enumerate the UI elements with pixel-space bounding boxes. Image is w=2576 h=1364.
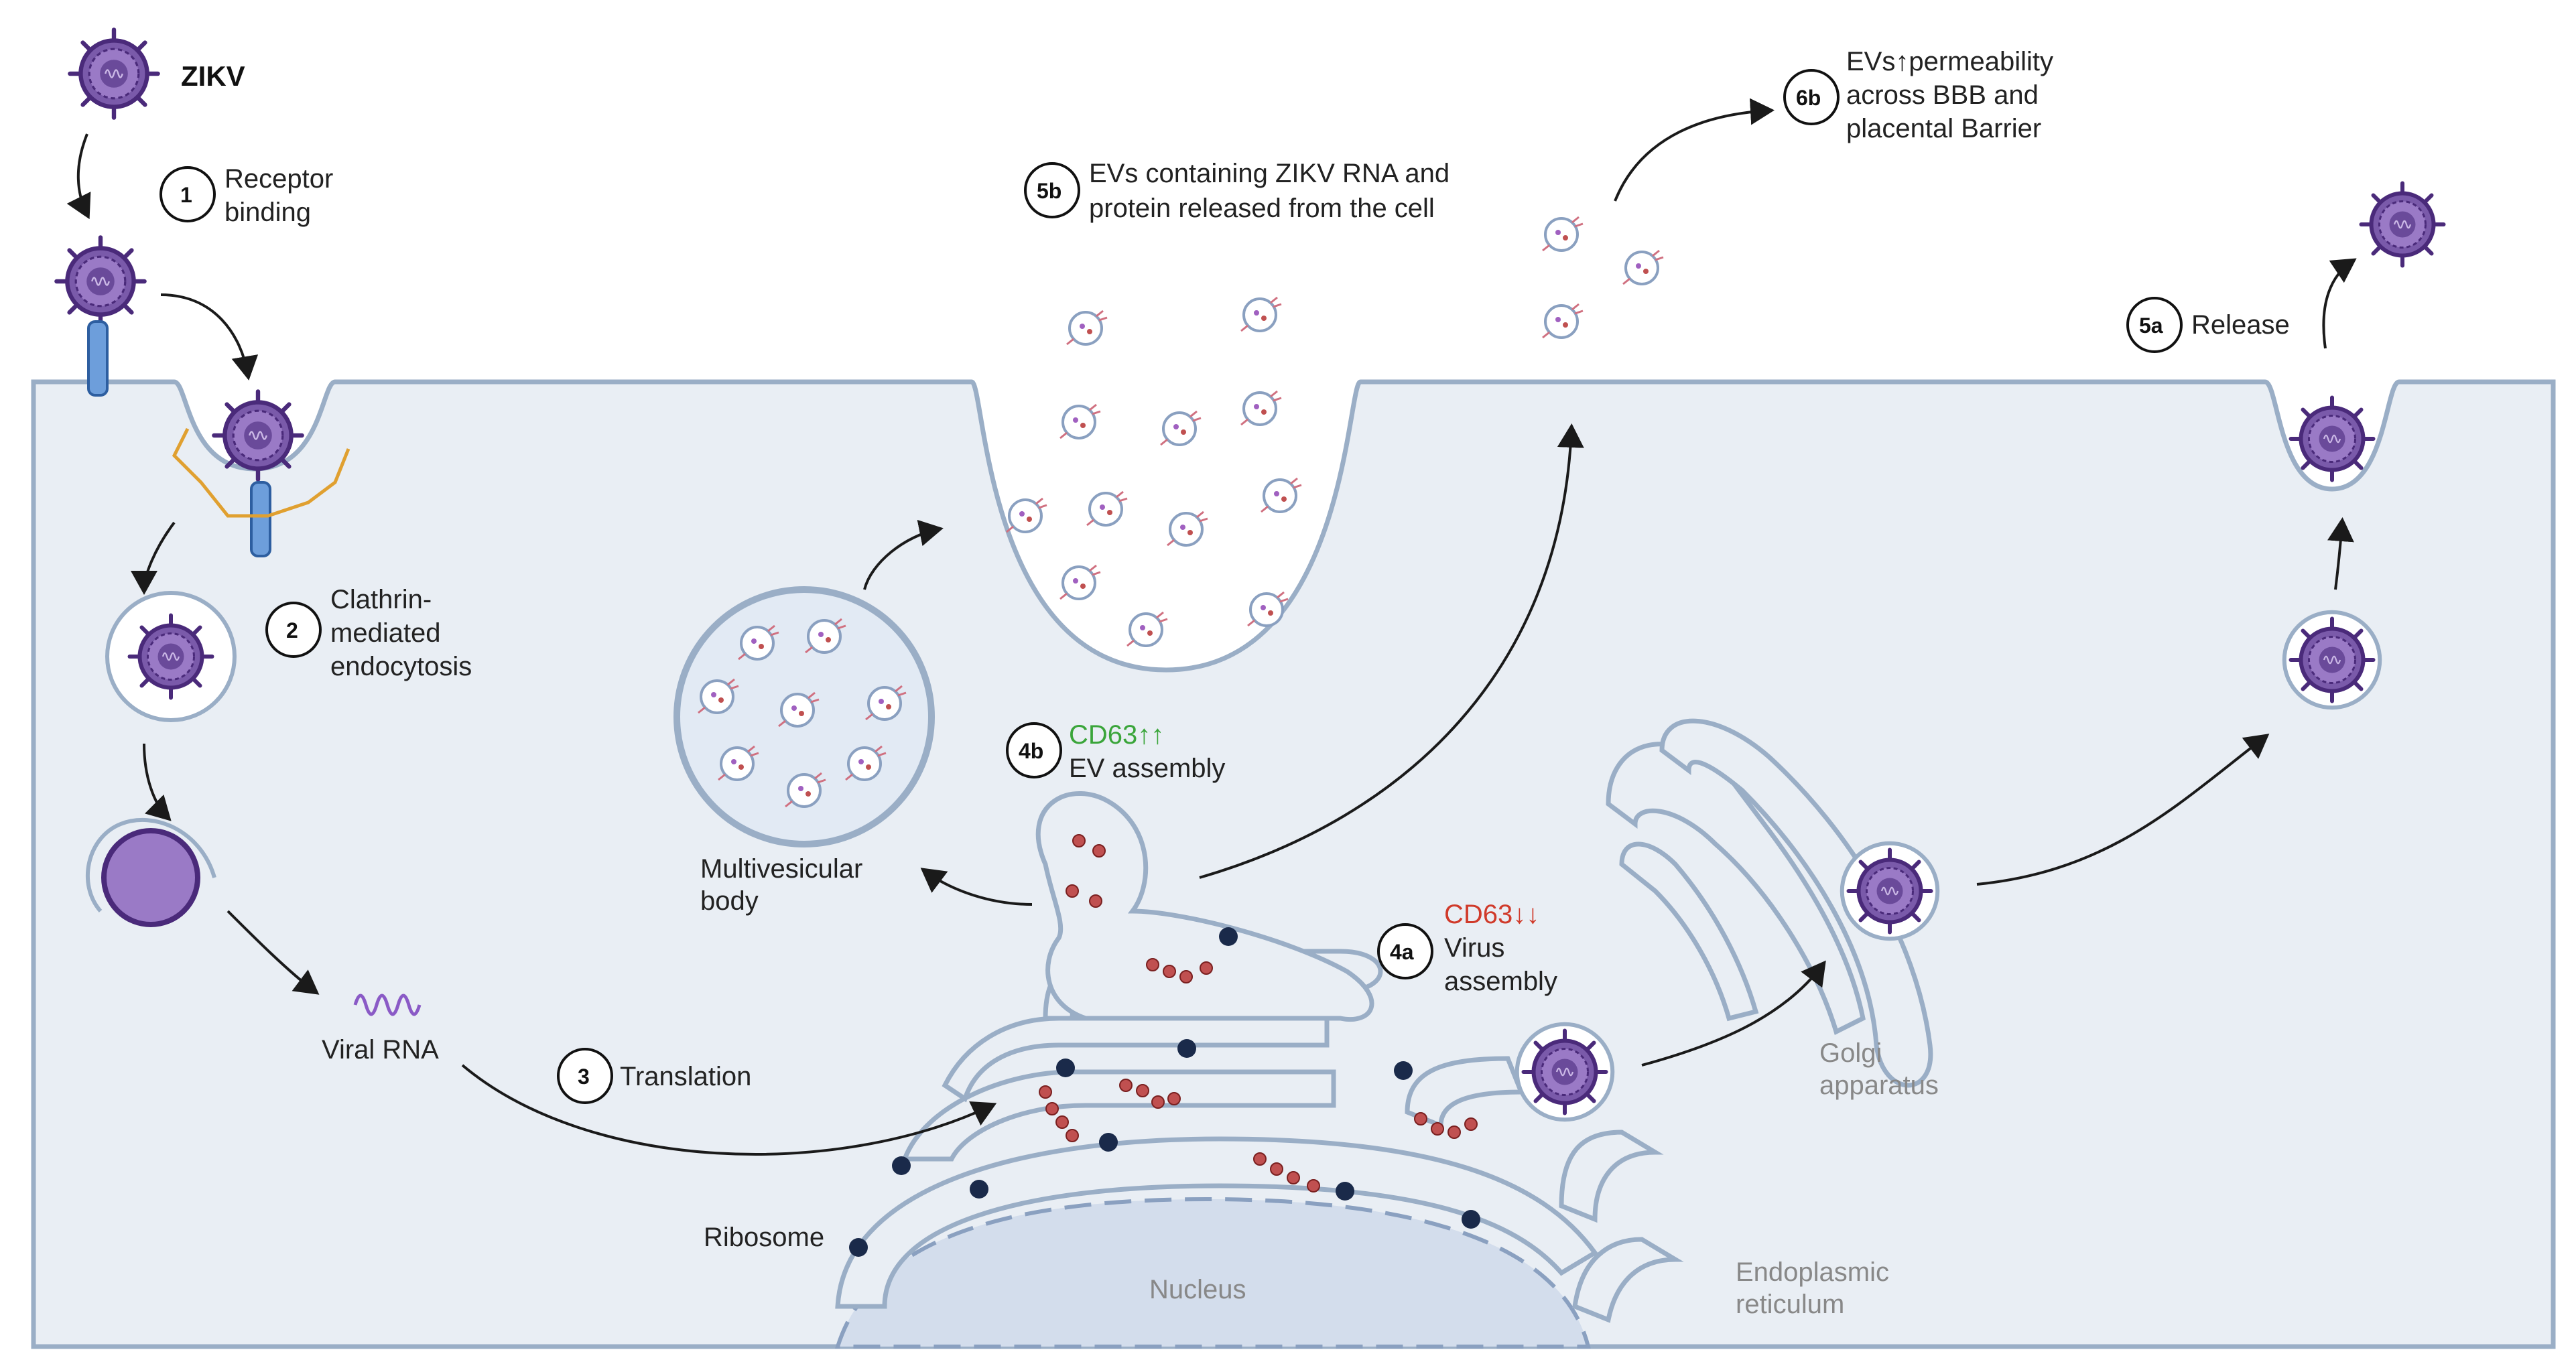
virus-assembly-cd63: CD63↓↓ (1444, 900, 1539, 929)
viral-rna-label: Viral RNA (322, 1035, 439, 1065)
golgi-label-2: apparatus (1819, 1071, 1939, 1100)
svg-text:2: 2 (286, 618, 298, 642)
mvb-label-1: Multivesicular (700, 854, 862, 884)
evs-released-label-2: protein released from the cell (1089, 194, 1435, 223)
flow-arrows (66, 98, 2357, 1156)
virus-secretory (2282, 610, 2382, 710)
virus-assembled-er (1515, 1022, 1615, 1122)
svg-text:5b: 5b (1037, 179, 1061, 203)
receptor-binding-label-1: Receptor (224, 164, 333, 194)
step-5a: 5a (2126, 297, 2183, 353)
svg-text:6b: 6b (1796, 86, 1821, 110)
nucleus-label: Nucleus (1149, 1275, 1246, 1304)
step-3: 3 (557, 1048, 613, 1104)
virus-assembly-label-1: Virus (1444, 933, 1504, 963)
zikv-virus-bound (56, 237, 144, 325)
cell-cytoplasm (31, 379, 2556, 1349)
clathrin-label-1: Clathrin- (330, 585, 432, 614)
ribosome-label: Ribosome (704, 1223, 824, 1252)
zikv-label: ZIKV (181, 60, 245, 92)
endosome-2 (85, 817, 216, 912)
svg-text:1: 1 (180, 183, 192, 207)
translation-label: Translation (620, 1062, 751, 1091)
evs-permeability-label-1: EVs↑permeability (1846, 47, 2053, 76)
svg-text:5a: 5a (2139, 314, 2163, 338)
evs-permeability-label-3: placental Barrier (1846, 114, 2041, 143)
er-label-2: reticulum (1736, 1290, 1844, 1319)
svg-text:4a: 4a (1390, 940, 1414, 964)
virus-golgi (1840, 841, 1940, 941)
ev-budding-compartment (1035, 791, 1374, 1022)
virus-assembly-label-2: assembly (1444, 967, 1557, 996)
evs-permeability-label-2: across BBB and (1846, 80, 2039, 110)
golgi-apparatus (1606, 718, 1933, 1088)
clathrin-label-3: endocytosis (330, 652, 472, 681)
er-label-1: Endoplasmic (1736, 1257, 1889, 1287)
step-5b: 5b (1024, 162, 1080, 218)
mvb-label-2: body (700, 886, 759, 916)
virus-released (2362, 184, 2444, 266)
step-4a: 4a (1377, 923, 1433, 979)
golgi-label-1: Golgi (1819, 1038, 1882, 1068)
viral-rna-icon (353, 994, 422, 1016)
evs-released-label-1: EVs containing ZIKV RNA and (1089, 159, 1450, 188)
step-4b: 4b (1006, 722, 1062, 778)
clathrin-label-2: mediated (330, 618, 441, 648)
zikv-virus-top (70, 29, 157, 117)
receptor-binding-label-2: binding (224, 198, 311, 227)
virus-exocytosis (2291, 398, 2374, 480)
release-label: Release (2191, 310, 2290, 340)
step-1: 1 (159, 166, 216, 222)
nucleus (834, 1197, 1591, 1349)
zikv-virus-in-pit (214, 391, 302, 479)
svg-text:3: 3 (578, 1065, 590, 1089)
clathrin-coat (172, 427, 350, 518)
receptor-surface (87, 320, 109, 397)
endoplasmic-reticulum (835, 949, 1684, 1323)
receptor-internalized (250, 481, 271, 557)
protein-chains (1039, 834, 1478, 1192)
ev-assembly-cd63: CD63↑↑ (1069, 720, 1164, 750)
svg-text:4b: 4b (1019, 739, 1043, 763)
released-evs-in-pit (1005, 296, 1303, 647)
ev-assembly-label: EV assembly (1069, 754, 1225, 783)
extracellular-evs (1541, 216, 1665, 339)
step-2: 2 (265, 602, 322, 658)
step-6b: 6b (1783, 69, 1840, 125)
